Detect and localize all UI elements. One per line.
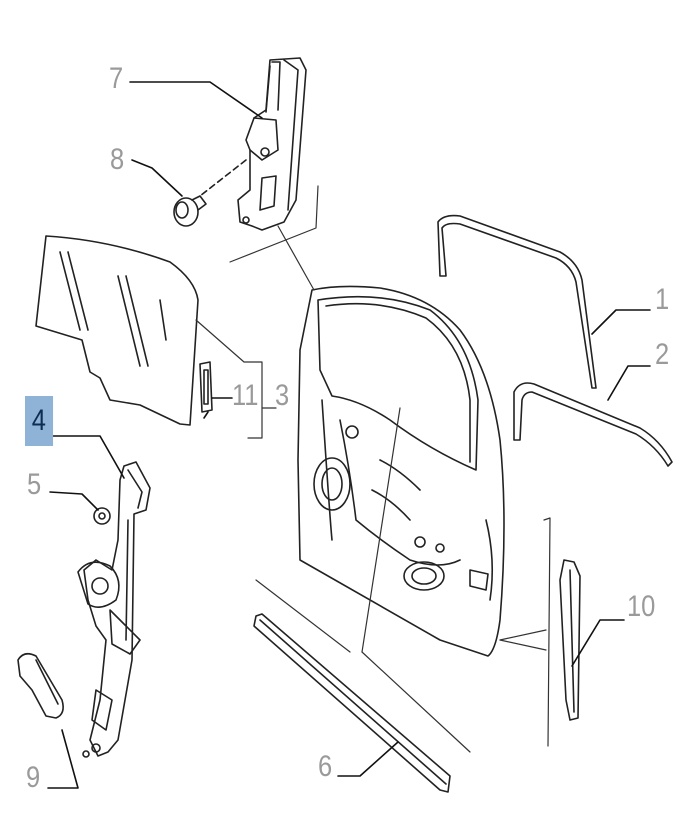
callout-4-selected[interactable]: 4 (25, 396, 53, 446)
callout-3[interactable]: 3 (275, 379, 290, 412)
part-1-upper-seal[interactable] (437, 214, 597, 389)
callout-9[interactable]: 9 (26, 761, 41, 794)
part-3-door-glass[interactable] (35, 235, 199, 426)
callout-5[interactable]: 5 (27, 468, 42, 501)
part-10-rear-channel[interactable] (559, 559, 581, 721)
part-9-handle[interactable] (17, 652, 64, 719)
callout-8[interactable]: 8 (110, 143, 125, 176)
callout-2[interactable]: 2 (655, 338, 670, 371)
part-6-outer-strip[interactable] (253, 613, 451, 793)
door-shell (297, 285, 505, 657)
reference-lines (195, 185, 551, 753)
callout-6[interactable]: 6 (318, 750, 333, 783)
callout-11[interactable]: 11 (232, 379, 259, 412)
leader-lines (47, 81, 651, 789)
callout-10[interactable]: 10 (627, 590, 656, 623)
part-11-slider[interactable] (199, 361, 213, 413)
callout-7[interactable]: 7 (109, 62, 124, 95)
part-2-belt-seal[interactable] (513, 382, 673, 467)
part-7-channel-bracket[interactable] (237, 57, 307, 231)
part-8-fastener[interactable] (173, 195, 207, 227)
part-4-window-regulator[interactable] (77, 461, 151, 758)
callout-1[interactable]: 1 (655, 283, 670, 316)
part-5-nut[interactable] (93, 507, 111, 525)
